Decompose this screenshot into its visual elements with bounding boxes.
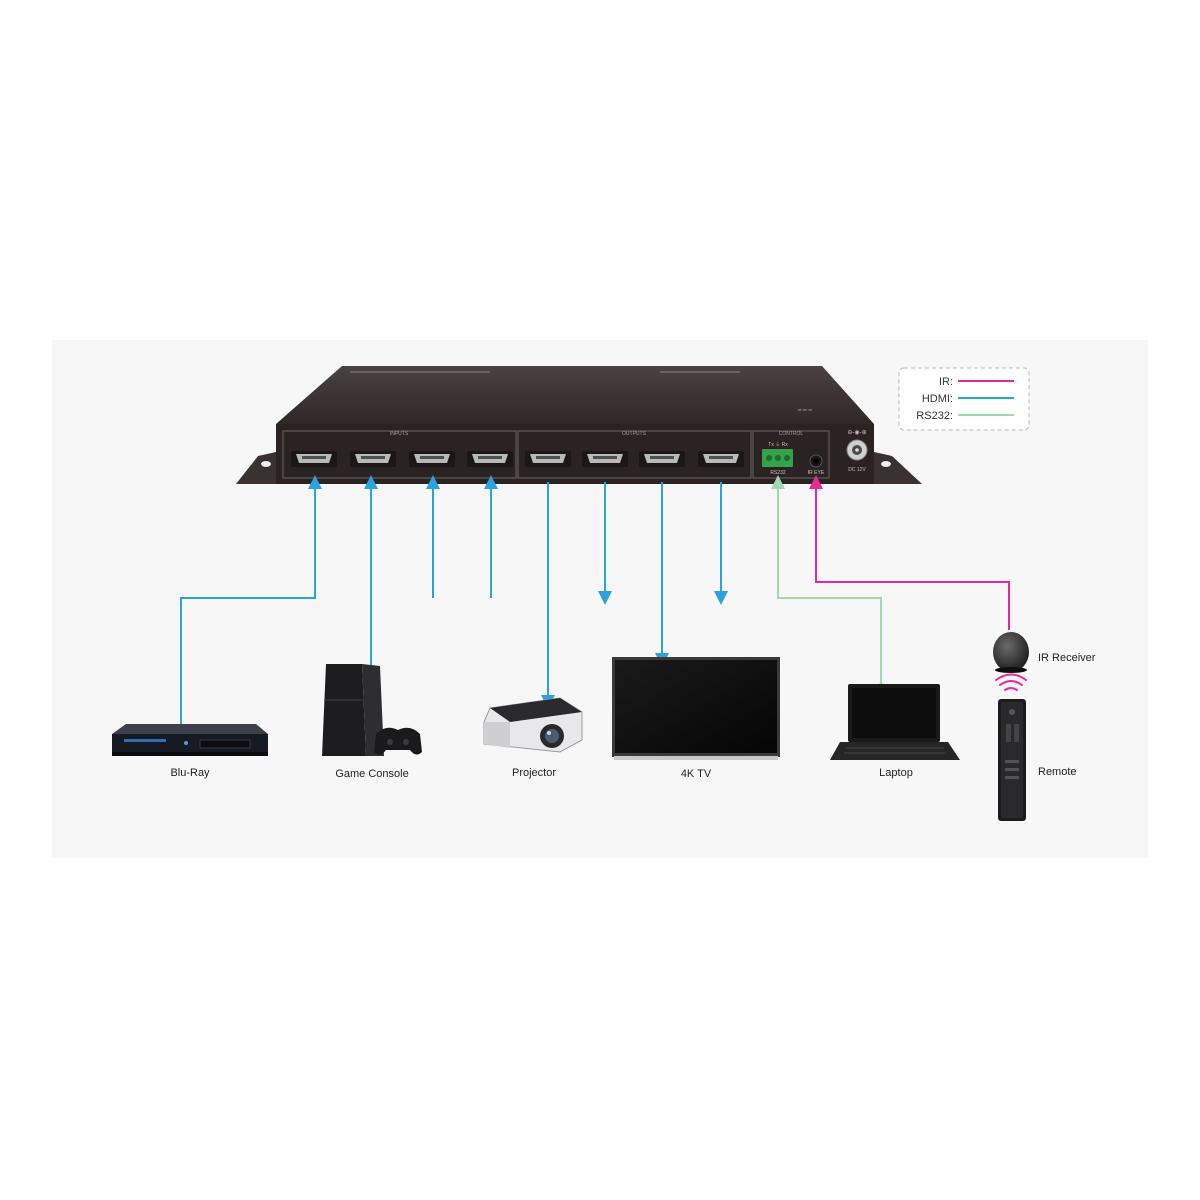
remote-label: Remote (1038, 766, 1077, 778)
projector-icon (483, 697, 583, 753)
hdmi-input-port[interactable] (291, 451, 337, 467)
bluray-label: Blu-Ray (170, 767, 210, 779)
inputs-section (282, 430, 517, 479)
laptop-label: Laptop (879, 767, 913, 779)
rs232-terminal[interactable] (762, 449, 793, 467)
svg-text:━ ━ ━: ━ ━ ━ (797, 408, 813, 414)
ir-eye-jack[interactable] (809, 454, 823, 468)
wireless-signal-icon (995, 673, 1027, 691)
hdmi-input-port[interactable] (467, 451, 513, 467)
hdmi-input-port[interactable] (350, 451, 396, 467)
inputs-label: INPUTS (390, 431, 409, 437)
legend: IR: HDMI: RS232: (898, 367, 1030, 431)
hdmi-output-port[interactable] (639, 451, 685, 467)
hdmi-output-port[interactable] (525, 451, 571, 467)
projector-label: Projector (512, 767, 556, 779)
control-section (752, 430, 830, 479)
dc-polarity-icon: ⊖-◉-⊕ (847, 430, 866, 436)
laptop-icon (830, 684, 960, 760)
dc-power-jack[interactable] (846, 439, 868, 461)
legend-label-rs232: RS232: (916, 410, 953, 422)
ir-receiver-icon (993, 632, 1029, 673)
rs232-line-laptop (771, 475, 882, 686)
game-console-icon (322, 664, 422, 756)
legend-label-hdmi: HDMI: (922, 393, 953, 405)
remote-control-icon (998, 699, 1026, 821)
mounting-ear-left (236, 452, 282, 484)
legend-label-ir: IR: (939, 376, 953, 388)
ir-eye-label: IR EYE (808, 470, 825, 476)
dc-label: DC 12V (848, 467, 866, 473)
hdmi-output-port[interactable] (698, 451, 744, 467)
rs232-port-label: RS232 (770, 470, 786, 476)
bluray-player-icon (112, 724, 268, 756)
outputs-label: OUTPUTS (622, 431, 647, 437)
rs232-pin-labels: Tx ⏚ Rx (768, 441, 788, 448)
switcher-top (276, 366, 874, 424)
hdmi-connections (180, 475, 728, 727)
ir-receiver-label: IR Receiver (1038, 652, 1096, 664)
mounting-ear-right (870, 452, 922, 484)
hdmi-output-port[interactable] (582, 451, 628, 467)
ir-line-receiver (809, 475, 1010, 630)
tv-label: 4K TV (681, 768, 712, 780)
hdmi-matrix-switcher: ━ ━ ━ INPUTS OUTPUTS CONTROL (236, 366, 922, 484)
control-label: CONTROL (779, 431, 804, 437)
hdmi-input-port[interactable] (409, 451, 455, 467)
game-console-label: Game Console (335, 768, 408, 780)
outputs-section (517, 430, 752, 479)
hdmi-line-bluray (180, 475, 322, 727)
tv-icon (612, 657, 780, 760)
